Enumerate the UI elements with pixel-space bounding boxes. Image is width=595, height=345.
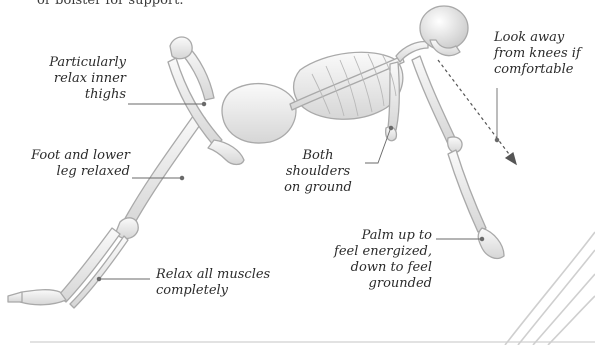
clavicle [396,42,428,62]
pelvis [222,84,296,143]
bolster-shape [505,232,595,345]
label-look-away: Look away from knees if comfortable [494,30,594,78]
forearm [448,150,486,232]
label-relax-muscles: Relax all muscles completely [156,267,286,299]
hand [478,228,504,258]
label-shoulders: Both shoulders on ground [270,148,366,196]
right-foot [208,140,244,165]
label-foot-lower-leg: Foot and lower leg relaxed [14,148,130,180]
skull [420,6,468,50]
upper-arm-ground [388,62,399,130]
humerus [412,56,456,144]
label-palm: Palm up to feel energized, down to feel … [328,228,432,292]
label-inner-thighs: Particularly relax inner thighs [22,55,126,103]
left-femur [122,112,205,228]
left-foot [16,290,66,305]
left-toes [8,292,22,302]
right-knee [170,37,192,59]
